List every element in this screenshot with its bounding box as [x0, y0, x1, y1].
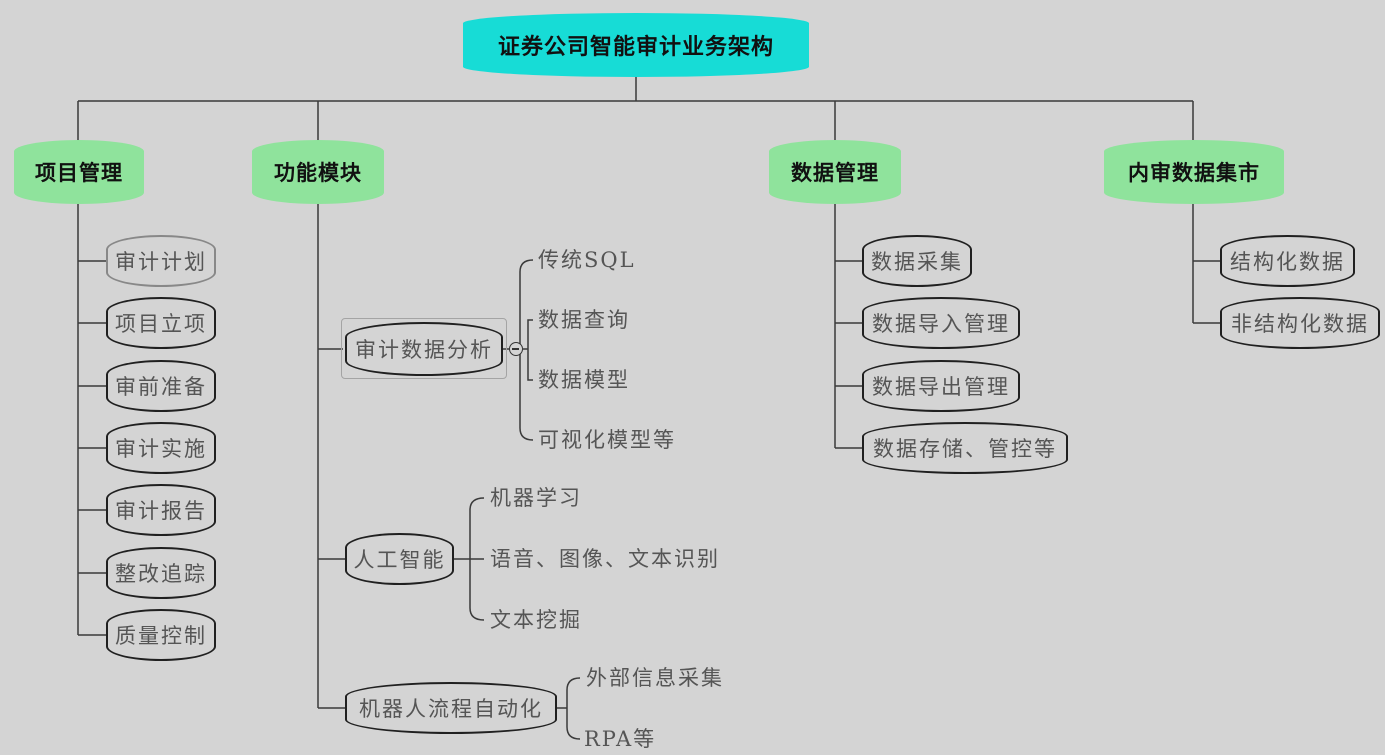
ai-child-recognition[interactable]: 语音、图像、文本识别 [490, 547, 720, 571]
category-function-modules[interactable]: 功能模块 [252, 140, 384, 204]
data-item-import[interactable]: 数据导入管理 [862, 297, 1020, 349]
project-item-pre-audit[interactable]: 审前准备 [106, 360, 216, 412]
project-item-report[interactable]: 审计报告 [106, 484, 216, 536]
data-item-export[interactable]: 数据导出管理 [862, 360, 1020, 412]
collapse-toggle-icon[interactable] [509, 342, 523, 356]
category-data-management[interactable]: 数据管理 [769, 140, 901, 204]
ai-child-machine-learning[interactable]: 机器学习 [490, 486, 582, 510]
project-item-audit-plan[interactable]: 审计计划 [106, 235, 216, 287]
mart-item-unstructured[interactable]: 非结构化数据 [1220, 297, 1380, 349]
analysis-child-sql[interactable]: 传统SQL [538, 248, 636, 272]
module-robotic-process-automation[interactable]: 机器人流程自动化 [345, 682, 557, 734]
module-artificial-intelligence[interactable]: 人工智能 [345, 533, 454, 585]
category-audit-data-mart[interactable]: 内审数据集市 [1104, 140, 1284, 204]
project-item-project-setup[interactable]: 项目立项 [106, 297, 216, 349]
project-item-rectification[interactable]: 整改追踪 [106, 547, 216, 599]
category-project-management[interactable]: 项目管理 [14, 140, 144, 204]
analysis-child-visual-model[interactable]: 可视化模型等 [538, 428, 676, 452]
selection-frame [341, 318, 507, 379]
data-item-storage[interactable]: 数据存储、管控等 [862, 422, 1068, 474]
rpa-child-rpa-etc[interactable]: RPA等 [584, 727, 657, 751]
mart-item-structured[interactable]: 结构化数据 [1220, 235, 1355, 287]
diagram-title[interactable]: 证券公司智能审计业务架构 [463, 13, 809, 77]
data-item-collection[interactable]: 数据采集 [862, 235, 972, 287]
module-audit-data-analysis[interactable]: 审计数据分析 [345, 322, 503, 376]
rpa-child-external-info[interactable]: 外部信息采集 [586, 666, 724, 690]
analysis-child-model[interactable]: 数据模型 [538, 368, 630, 392]
ai-child-text-mining[interactable]: 文本挖掘 [490, 608, 582, 632]
project-item-implementation[interactable]: 审计实施 [106, 422, 216, 474]
project-item-quality-control[interactable]: 质量控制 [106, 609, 216, 661]
analysis-child-query[interactable]: 数据查询 [538, 308, 630, 332]
